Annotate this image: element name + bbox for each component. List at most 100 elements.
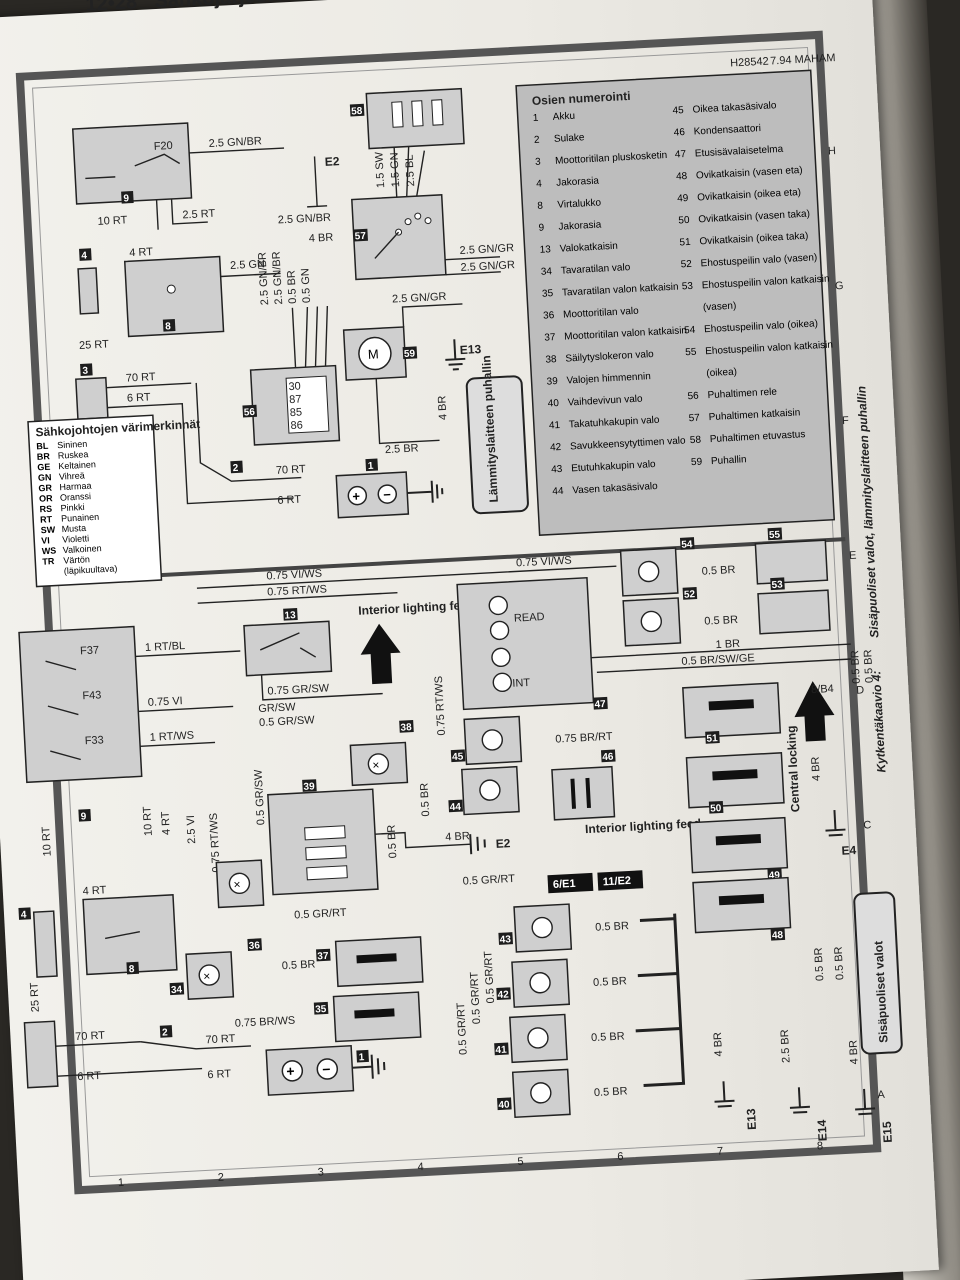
battery-minus-icon: − — [383, 487, 392, 502]
svg-text:37: 37 — [317, 951, 329, 963]
colour-code: GR — [38, 483, 53, 494]
wire-brrt: 0.75 BR/RT — [555, 731, 613, 746]
wire-vi25: 2.5 VI — [185, 815, 198, 844]
junction-box-4-upper — [77, 267, 100, 315]
colour-code: GE — [37, 462, 51, 473]
svg-text:3: 3 — [82, 366, 89, 377]
wire-rt10-upper: 10 RT — [97, 214, 128, 228]
component-key-number: 51 — [679, 237, 691, 249]
component-key-name: Puhaltimen etuvastus — [710, 429, 806, 445]
wire-grsw-a: 0.75 GR/SW — [267, 682, 330, 697]
wire-grrt-top: 0.5 GR/RT — [462, 873, 515, 888]
component-key-number: 43 — [551, 464, 563, 476]
wire-gn25: 2.5 GN — [230, 258, 265, 272]
ground-e4: E4 — [841, 843, 857, 858]
colour-name: Sininen — [57, 439, 88, 451]
svg-text:59: 59 — [404, 348, 416, 360]
wire-grsw-d: 0.5 GR/SW — [252, 769, 267, 826]
colour-code: WS — [42, 545, 57, 556]
wire-rt10-lower2: 10 RT — [141, 806, 155, 837]
wire-gnbr4: 2.5 GN/BR — [277, 212, 331, 227]
colour-name: Keltainen — [58, 459, 96, 471]
ref-tag-6e1 — [547, 872, 594, 894]
interior-lights-panel-tag — [853, 891, 903, 1055]
svg-text:38: 38 — [400, 722, 412, 734]
ref-11e2: 11/E2 — [603, 875, 632, 888]
component-number-45: 45 — [450, 749, 466, 763]
svg-text:53: 53 — [771, 579, 783, 591]
component-key-box — [515, 69, 836, 536]
svg-text:41: 41 — [495, 1045, 507, 1057]
plus-terminal-3-lower — [23, 1020, 59, 1089]
wire-grrt4: 0.5 GR/RT — [482, 950, 497, 1003]
wire-rtws2: 0.75 RT/WS — [433, 676, 448, 736]
component-key-number: 3 — [535, 157, 542, 168]
interior-feed-arrow — [360, 623, 401, 685]
component-number-36: 36 — [247, 938, 262, 952]
svg-text:13: 13 — [284, 610, 296, 622]
svg-text:51: 51 — [706, 733, 718, 745]
wire-bl25: 2.5 BL — [404, 154, 418, 186]
central-locking-arrow — [794, 681, 835, 742]
front-interior-light-47 — [456, 576, 595, 711]
colour-code: OR — [39, 493, 54, 504]
component-key-name: Akku — [553, 111, 576, 123]
component-key-name: (oikea) — [706, 367, 737, 380]
component-number-47: 47 — [593, 696, 608, 711]
wire-rt70-upper: 70 RT — [126, 371, 157, 385]
svg-text:56: 56 — [244, 407, 256, 419]
component-key-number: 42 — [550, 442, 562, 454]
battery-minus-icon-lower: − — [322, 1061, 331, 1077]
component-key-number: 44 — [552, 486, 564, 498]
wire-rt25-upper: 2.5 RT — [182, 208, 216, 222]
battery-1-upper — [335, 471, 410, 519]
fuse-f20-label: F20 — [153, 140, 173, 153]
component-number-1-upper: 1 — [365, 458, 379, 472]
component-key-number: 48 — [676, 171, 688, 183]
wire-gnbr-upper: 2.5 GN/BR — [208, 135, 262, 150]
dimmer-39 — [267, 788, 379, 896]
svg-text:54: 54 — [681, 539, 693, 551]
battery-plus-icon-lower: + — [286, 1063, 295, 1079]
component-key-number: 57 — [688, 413, 700, 425]
svg-text:8: 8 — [165, 321, 172, 332]
wire-grrt: 0.5 GR/RT — [294, 907, 347, 922]
wire-br05e: 0.5 BR — [701, 564, 735, 578]
svg-text:42: 42 — [497, 989, 509, 1001]
svg-text:9: 9 — [123, 193, 130, 204]
bulb-38-icon: × — [372, 758, 380, 772]
grid-letter-e: E — [849, 550, 857, 562]
wire-brswge: 0.5 BR/SW/GE — [681, 652, 755, 668]
interior-lights-panel-label: Sisäpuoliset valot — [871, 941, 890, 1044]
component-number-4-upper: 4 — [79, 248, 92, 262]
heater-fan-panel-tag — [465, 375, 529, 515]
central-locking-label: Central locking — [784, 725, 803, 812]
wire-rtws-top: 0.75 RT/WS — [267, 583, 327, 598]
component-key-title: Osien numerointi — [532, 89, 631, 108]
wire-rt25b: 25 RT — [79, 338, 110, 352]
component-key-name: Oikea takasäsivalo — [692, 100, 777, 115]
grid-number-1: 1 — [118, 1177, 125, 1189]
colour-name: Vihreä — [59, 470, 85, 481]
colour-name: Violetti — [62, 533, 89, 544]
component-number-3-upper: 3 — [80, 363, 93, 377]
wire-rt6b-lower: 6 RT — [207, 1068, 232, 1081]
svg-text:36: 36 — [248, 940, 260, 952]
wire-br05b: 0.5 BR — [591, 1030, 625, 1044]
component-number-55: 55 — [767, 527, 783, 541]
svg-text:52: 52 — [684, 589, 696, 601]
bulb-34-icon: × — [203, 969, 211, 983]
component-key-number: 55 — [685, 347, 697, 359]
fuse-box-9 — [71, 122, 193, 205]
colour-code: VI — [41, 535, 50, 545]
wire-gn15: 1.5 GN — [388, 152, 402, 187]
svg-text:9: 9 — [80, 811, 87, 822]
component-number-8-upper: 8 — [162, 318, 176, 332]
ref-tag-11e2 — [597, 870, 644, 891]
colour-name: Oranssi — [60, 491, 91, 503]
svg-text:39: 39 — [303, 781, 315, 793]
component-key-name: Tavaratilan valo — [561, 262, 631, 277]
reference-code: H28542 — [730, 56, 769, 70]
wire-br05d: 0.5 BR — [595, 920, 629, 934]
